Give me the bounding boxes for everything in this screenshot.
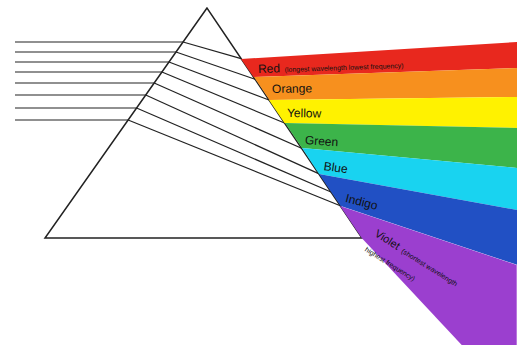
incoming-ray [15,51,176,52]
refracted-ray [176,52,255,79]
band-label: Violet (shortest wavelength highest freq… [363,223,482,315]
refracted-ray [137,108,331,192]
orange-band: Orange [254,68,517,100]
color-name: Yellow [287,106,321,121]
indigo-band: Indigo [319,174,517,265]
band-label: Indigo [344,188,380,213]
incoming-ray [15,119,128,120]
refracted-ray [162,72,285,123]
band-label: Green [304,130,339,150]
green-band: Green [285,123,517,168]
color-name: Blue [323,159,349,176]
band-label: Red (longest wavelength lowest frequency… [258,54,404,77]
band-label: Blue [323,156,349,177]
incoming-ray [15,82,154,83]
violet-band: Violet (shortest wavelength highest freq… [340,206,517,345]
band-fill [241,42,517,77]
incoming-ray [15,61,169,62]
band-fill [254,68,517,100]
band-fill [302,148,517,210]
band-label: Yellow [287,103,322,121]
wavelength-note: (longest wavelength lowest frequency) [284,62,403,73]
incoming-ray [15,41,183,42]
yellow-band: Yellow [269,97,517,128]
incoming-ray [15,71,162,72]
band-fill [285,123,517,168]
band-fill [319,174,517,265]
red-band: Red (longest wavelength lowest frequency… [241,42,517,77]
band-shape [302,148,517,210]
band-fill [269,97,517,128]
refracted-ray [183,42,241,59]
incoming-ray [15,107,137,108]
color-name: Red [258,61,280,76]
refracted-ray [128,120,340,206]
blue-band: Blue [302,148,517,210]
color-name: Orange [272,81,312,96]
band-label: Orange [272,78,312,96]
band-shape [319,174,517,265]
band-fill [340,206,517,345]
color-name: Violet [373,227,403,252]
color-name: Indigo [344,191,379,212]
incoming-ray [15,94,146,95]
band-shape [241,42,517,77]
color-name: Green [304,133,338,149]
wavelength-note: (shortest wavelength highest frequency) [364,245,459,287]
band-shape [340,206,517,345]
